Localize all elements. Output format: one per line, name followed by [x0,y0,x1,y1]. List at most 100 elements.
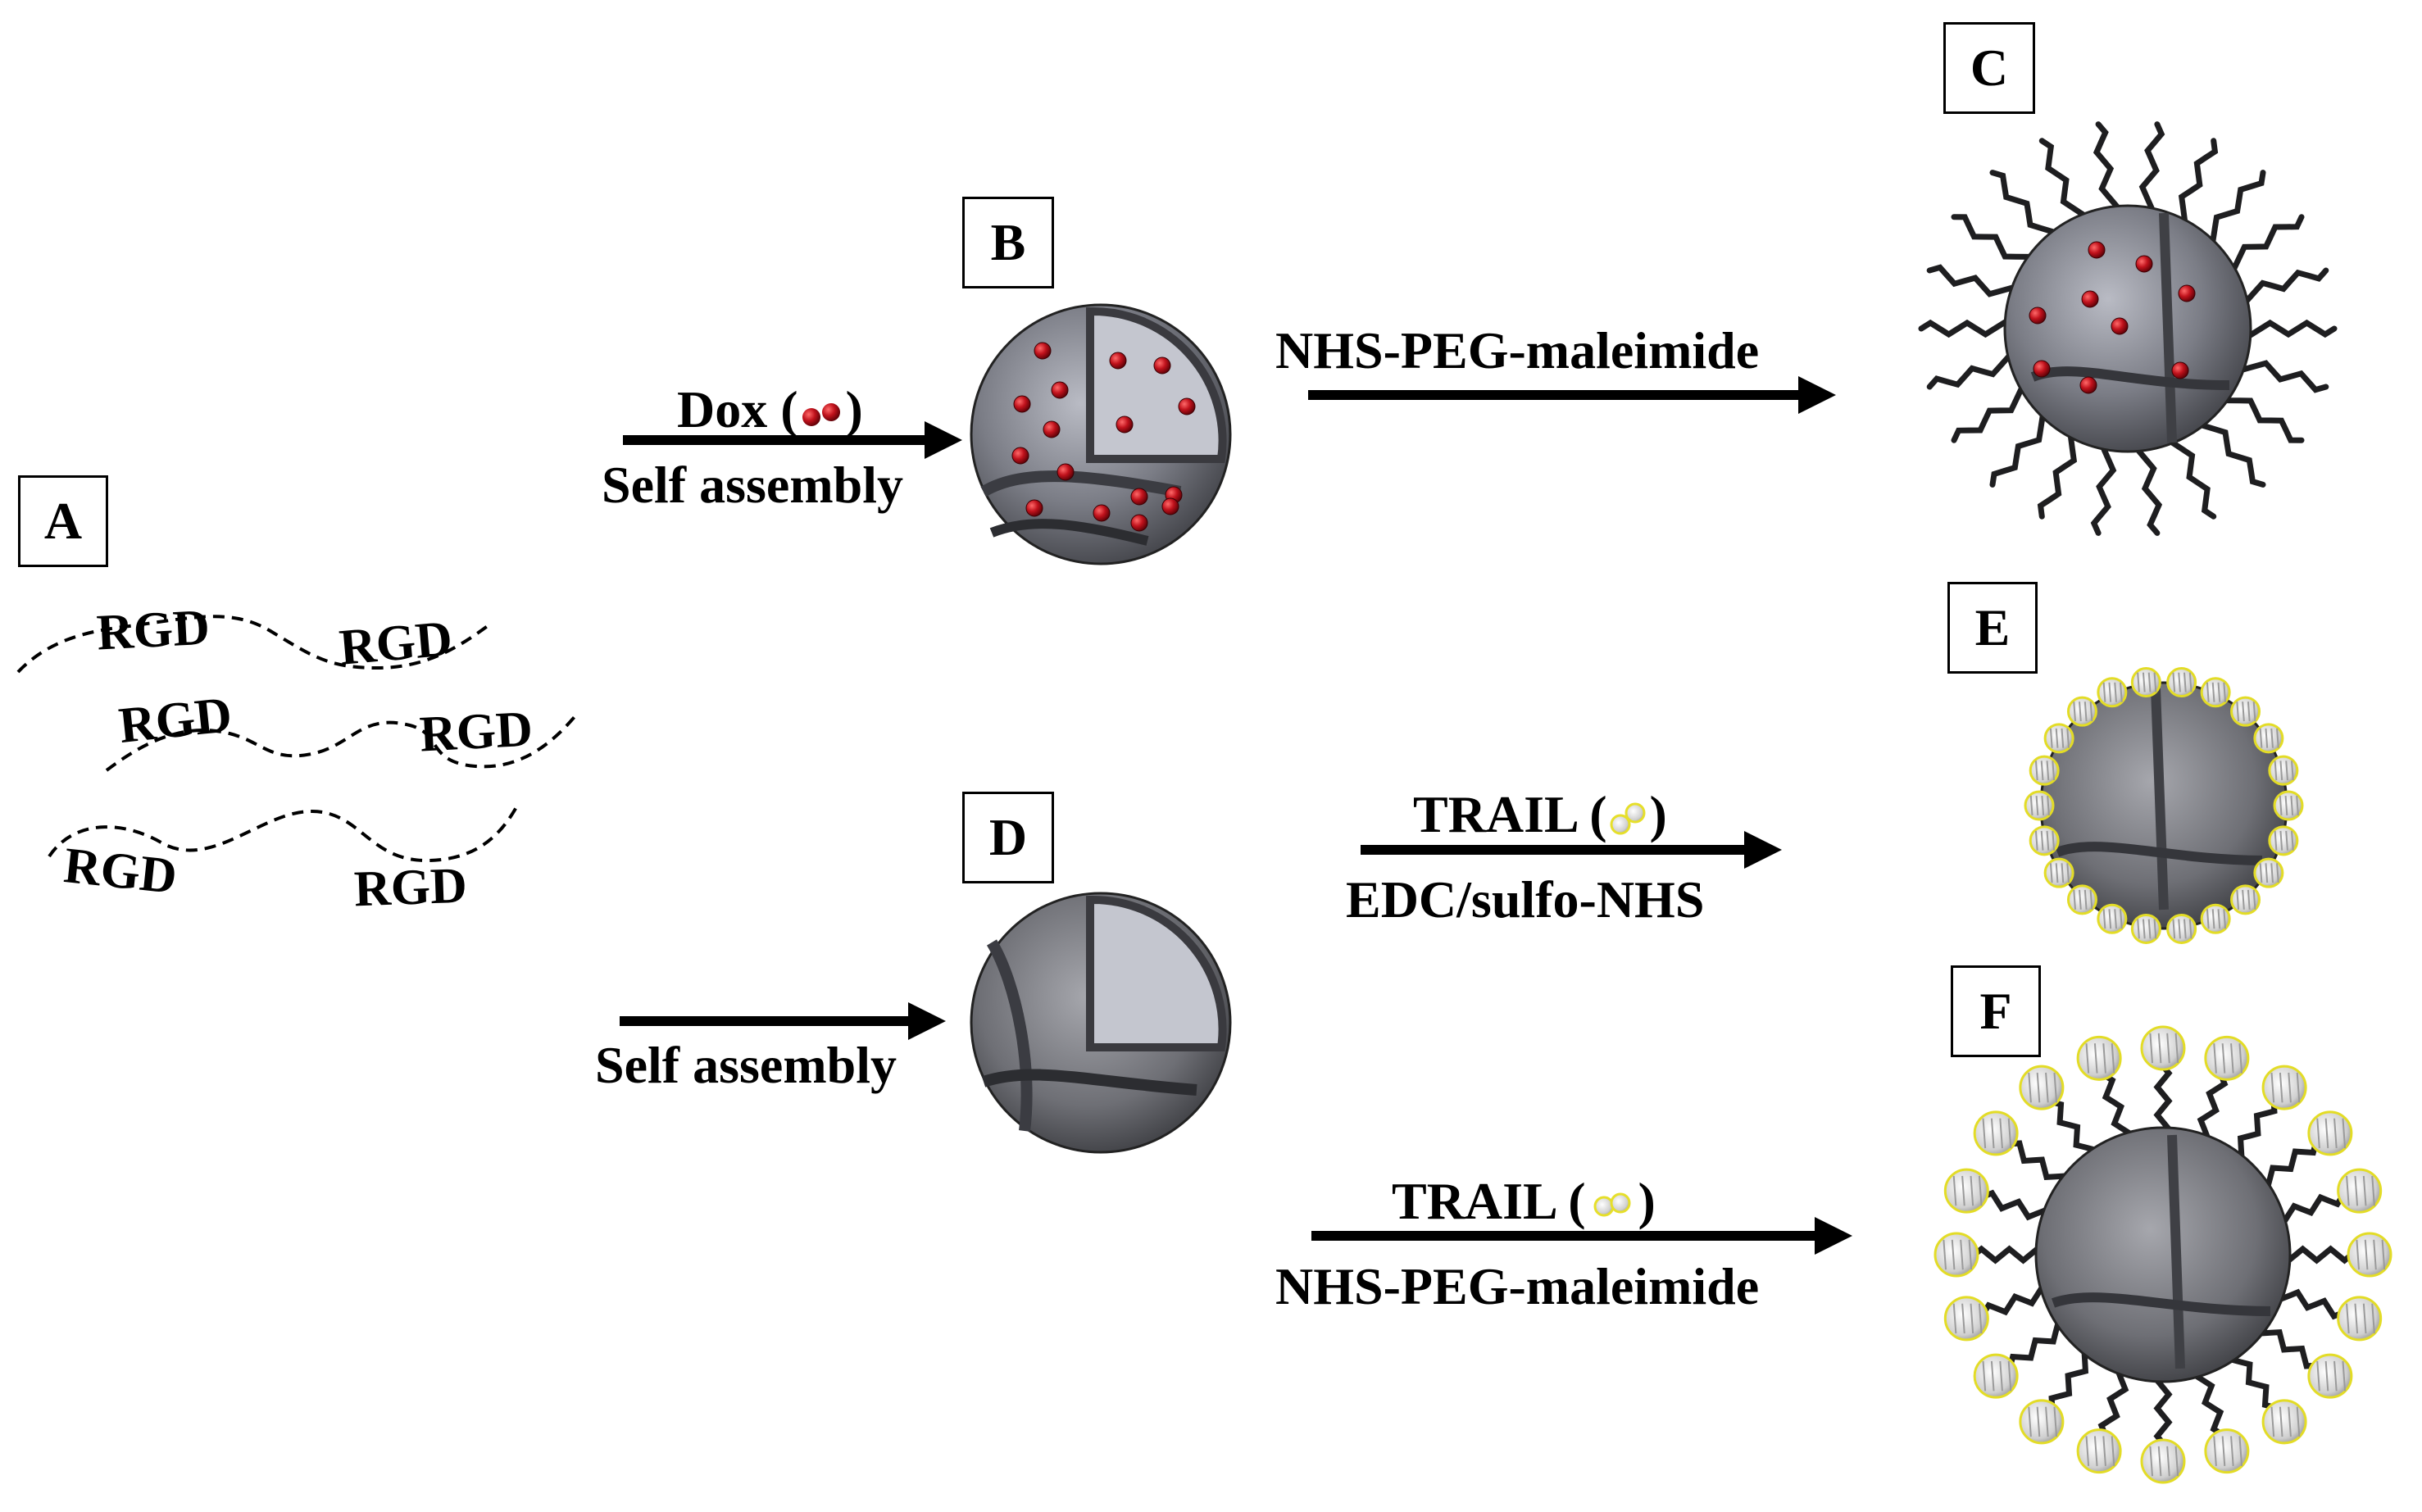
rgd-label-5: RGD [61,837,179,906]
drug-molecule [1109,352,1127,370]
arrow-trail-peg-f [1311,1217,1852,1255]
peg-chain [2193,1364,2224,1437]
trail-protein [2261,1399,2307,1445]
trail-protein [2337,1168,2383,1214]
drug-molecule [1025,499,1043,517]
trail-protein [2204,1428,2250,1474]
nanoparticle-b [970,303,1232,565]
trail-protein [2029,755,2060,786]
trail-protein [2253,857,2284,888]
trail-protein [2337,1296,2383,1342]
trail-close-paren-f: ) [1638,1172,1656,1230]
trail-step-label-f: TRAIL () [1392,1175,1656,1228]
rgd-polymer-chains [16,615,579,863]
drug-molecule [2111,317,2129,335]
trail-protein-icon [1593,1192,1630,1217]
peg-chain [1918,319,2016,338]
peg-chain [2038,138,2085,228]
peg-chain [1980,1189,2053,1221]
peg-chain [1926,264,2021,300]
drug-molecule [2135,255,2153,273]
edc-label: EDC/sulfo-NHS [1346,870,1705,929]
peg-chain [2007,1140,2070,1188]
peg-chain [2239,319,2338,338]
peg-chain [2090,439,2117,536]
peg-chain [1971,1245,2047,1265]
peg-chain [2273,1288,2346,1320]
trail-protein-icon [1610,802,1645,835]
nanoparticle-c [1918,121,2338,536]
peg-chain [2197,1072,2229,1145]
peg-chain [1951,388,2034,443]
arrow-self-assembly-d [620,1002,946,1040]
peg-chain [2170,429,2217,520]
self-assembly-label-1: Self assembly [602,456,903,514]
trail-protein [2268,755,2299,786]
peg-label-c: NHS-PEG-maleimide [1275,321,1760,379]
trail-protein [2043,723,2074,754]
polymer-chain-1 [16,615,493,674]
peg-chain [1926,354,2021,390]
trail-proteins-e [2024,667,2304,944]
rgd-label-4: RGD [418,701,534,763]
trail-protein [2166,913,2197,944]
panel-label-c: C [1943,22,2035,114]
peg-chain [2153,1370,2173,1446]
panel-label-b: B [962,197,1054,288]
peg-chain [2037,429,2083,520]
peg-chain [2153,1063,2173,1139]
peg-chain [2221,388,2305,443]
trail-protein [2130,913,2161,944]
arrow-trail-e [1361,831,1782,869]
trail-protein [1943,1168,1989,1214]
self-assembly-label-2: Self assembly [595,1036,897,1094]
peg-chain [2007,1320,2070,1369]
peg-chain [2136,439,2163,536]
drug-molecule [1057,463,1075,481]
peg-chain [2049,1099,2097,1162]
trail-close-paren-e: ) [1649,785,1667,843]
trail-protein [2066,696,2097,727]
arrow-dox-assembly [623,421,962,459]
peg-chain [2256,1141,2319,1189]
rgd-label-3: RGD [116,686,234,755]
drug-molecule [2029,306,2047,325]
peg-chain [2172,138,2219,228]
trail-protein [2307,1110,2353,1156]
trail-protein [1943,1296,1989,1342]
trail-protein [2230,696,2261,727]
drug-molecule [1130,514,1148,532]
trail-protein [2130,667,2161,698]
dox-step-label: Dox () [677,384,863,436]
panel-label-e: E [1947,582,2038,674]
arrow-peg-c [1308,376,1836,414]
dox-molecule-icon [802,403,840,427]
drug-molecule [2178,284,2196,302]
drug-molecule [1051,381,1069,399]
trail-protein [2097,677,2128,708]
trail-protein [2200,903,2231,934]
trail-protein [2200,677,2231,708]
trail-text-f: TRAIL ( [1392,1172,1586,1230]
trail-protein [2076,1035,2122,1081]
drug-dots-b [1011,342,1196,532]
trail-text-e: TRAIL ( [1413,785,1607,843]
trail-protein [2140,1025,2186,1071]
trail-protein [2029,825,2060,856]
trail-protein [2140,1438,2186,1484]
trail-protein [2043,857,2074,888]
peg-chain [2093,121,2120,218]
drug-molecule [1130,488,1148,506]
trail-protein [2253,723,2284,754]
drug-molecule [2079,376,2097,394]
trail-proteins-f [1934,1025,2392,1484]
peg-label-f: NHS-PEG-maleimide [1275,1257,1760,1315]
polymer-chain-2 [105,711,579,772]
dox-close-paren: ) [845,380,863,438]
rgd-label-6: RGD [352,857,468,918]
peg-chain [1989,412,2056,488]
trail-protein [2307,1353,2353,1399]
trail-protein [2204,1035,2250,1081]
